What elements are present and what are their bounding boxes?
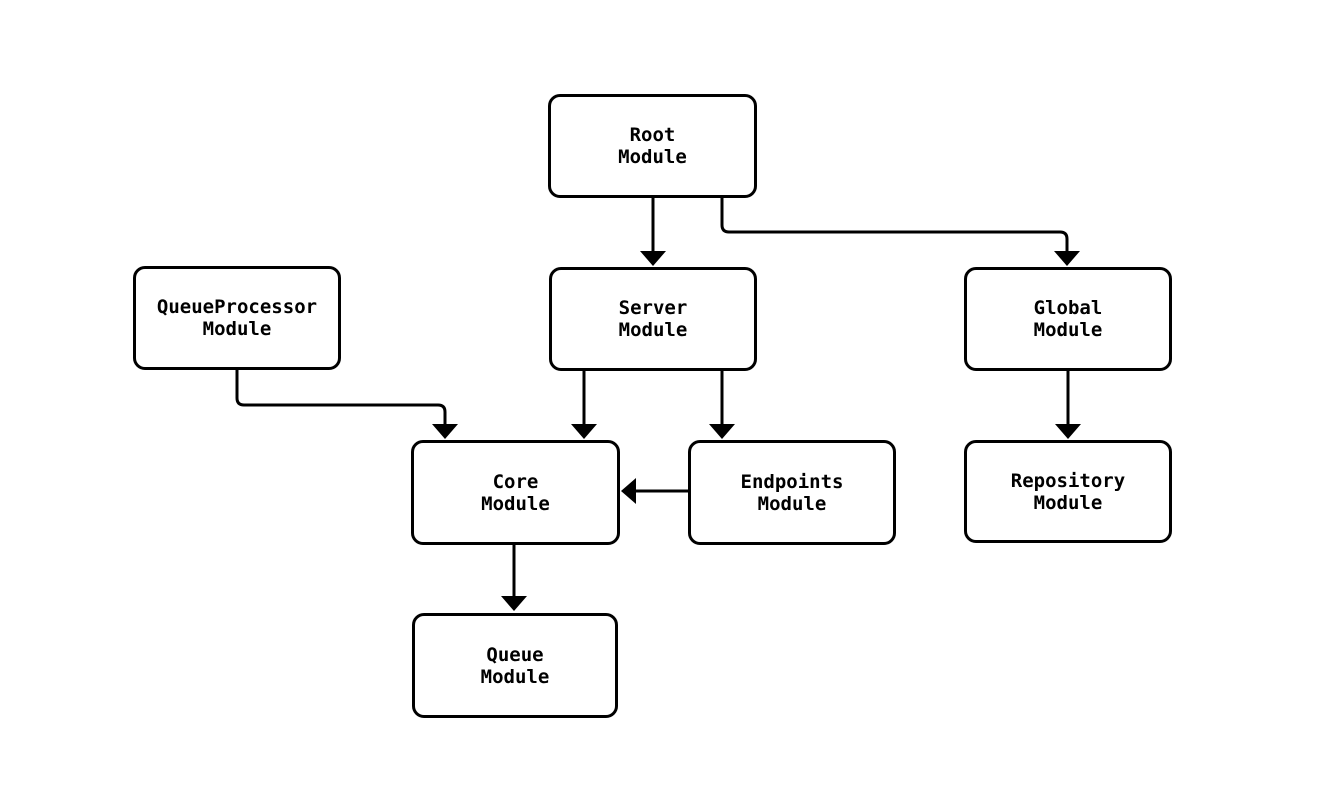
node-label-line1: Core bbox=[492, 470, 539, 493]
node-label-line1: Server bbox=[618, 297, 688, 319]
edge-queueprocessor-to-core bbox=[235, 370, 458, 439]
node-label-line1: Root bbox=[629, 124, 676, 146]
node-label-line1: QueueProcessor bbox=[156, 296, 318, 318]
node-global-module: Global Module bbox=[964, 267, 1172, 371]
node-label-line2: Module bbox=[757, 492, 827, 515]
node-repository-module: Repository Module bbox=[964, 440, 1172, 543]
node-label-line2: Module bbox=[618, 319, 688, 341]
node-label-line1: Repository bbox=[1010, 469, 1126, 492]
node-queue-module: Queue Module bbox=[412, 613, 618, 718]
node-label-line2: Module bbox=[1033, 491, 1103, 514]
node-label-line2: Module bbox=[1033, 319, 1103, 341]
node-endpoints-module: Endpoints Module bbox=[688, 440, 896, 545]
node-core-module: Core Module bbox=[411, 440, 620, 545]
node-server-module: Server Module bbox=[549, 267, 757, 371]
node-root-module: Root Module bbox=[548, 94, 757, 198]
node-label-line2: Module bbox=[618, 146, 687, 168]
edge-endpoints-to-core bbox=[621, 478, 688, 504]
node-queueprocessor-module: QueueProcessor Module bbox=[133, 266, 341, 370]
node-label-line1: Global bbox=[1033, 297, 1103, 319]
node-label-line1: Endpoints bbox=[740, 470, 844, 493]
edge-root-to-server bbox=[640, 198, 666, 266]
node-label-line2: Module bbox=[480, 665, 550, 688]
node-label-line1: Queue bbox=[486, 643, 544, 666]
edge-core-to-queue bbox=[501, 545, 527, 611]
node-label-line2: Module bbox=[481, 492, 550, 515]
node-label-line2: Module bbox=[202, 318, 272, 340]
edge-root-to-global bbox=[720, 198, 1080, 266]
edge-server-to-core bbox=[571, 371, 597, 439]
edge-global-to-repository bbox=[1055, 371, 1081, 439]
edge-server-to-endpoints bbox=[709, 371, 735, 439]
